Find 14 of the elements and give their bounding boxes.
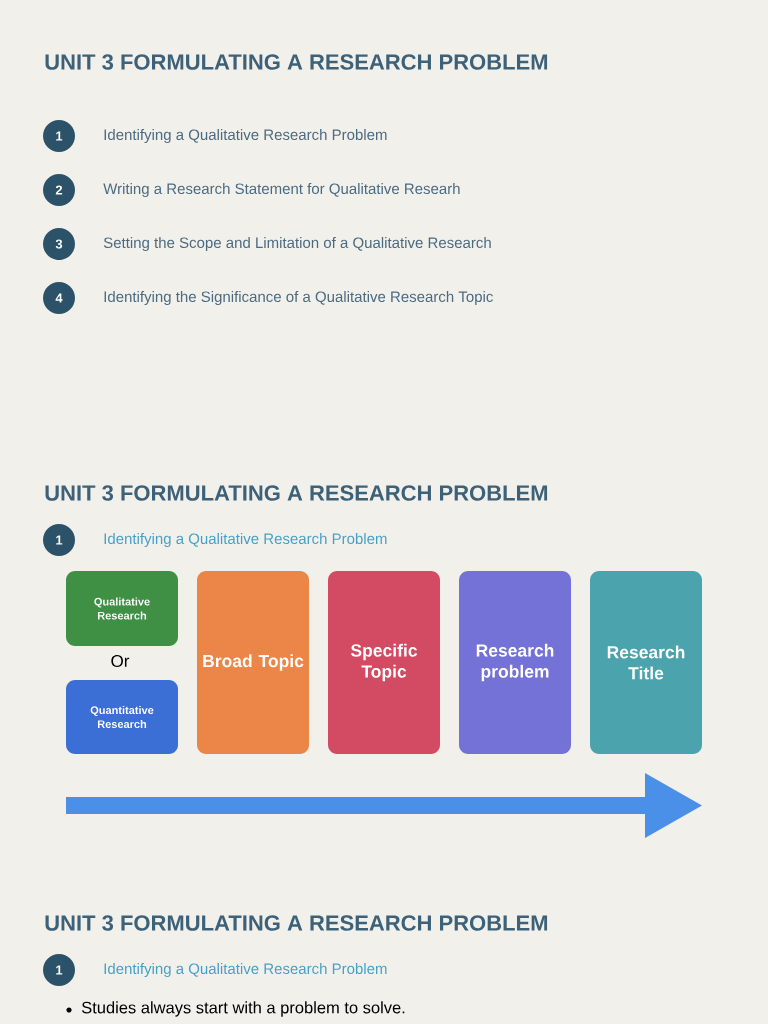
step-box: Specific Topic: [328, 571, 440, 754]
list-item-text: Identifying a Qualitative Research Problem: [104, 963, 387, 977]
list-item-text: Writing a Research Statement for Qualitative Researh: [103, 183, 460, 197]
step-box: Research Title: [590, 571, 702, 754]
list-item-text: Setting the Scope and Limitation of a Qualitative Research: [103, 237, 491, 251]
bullet-text: Studies always start with a problem to solve.: [81, 1001, 405, 1017]
list-item-text: Identifying a Qualitative Research Problem: [104, 533, 387, 547]
or-text: Or: [111, 655, 130, 668]
step-box: Research problem: [459, 571, 571, 754]
list-item-text: Identifying the Significance of a Qualitative Research Topic: [104, 291, 493, 305]
step-box: Broad Topic: [197, 571, 309, 754]
step-box: Qualitative Research: [66, 571, 178, 646]
list-item-text: Identifying a Qualitative Research Problem: [104, 129, 387, 143]
step-box: Quantitative Research: [66, 680, 178, 754]
